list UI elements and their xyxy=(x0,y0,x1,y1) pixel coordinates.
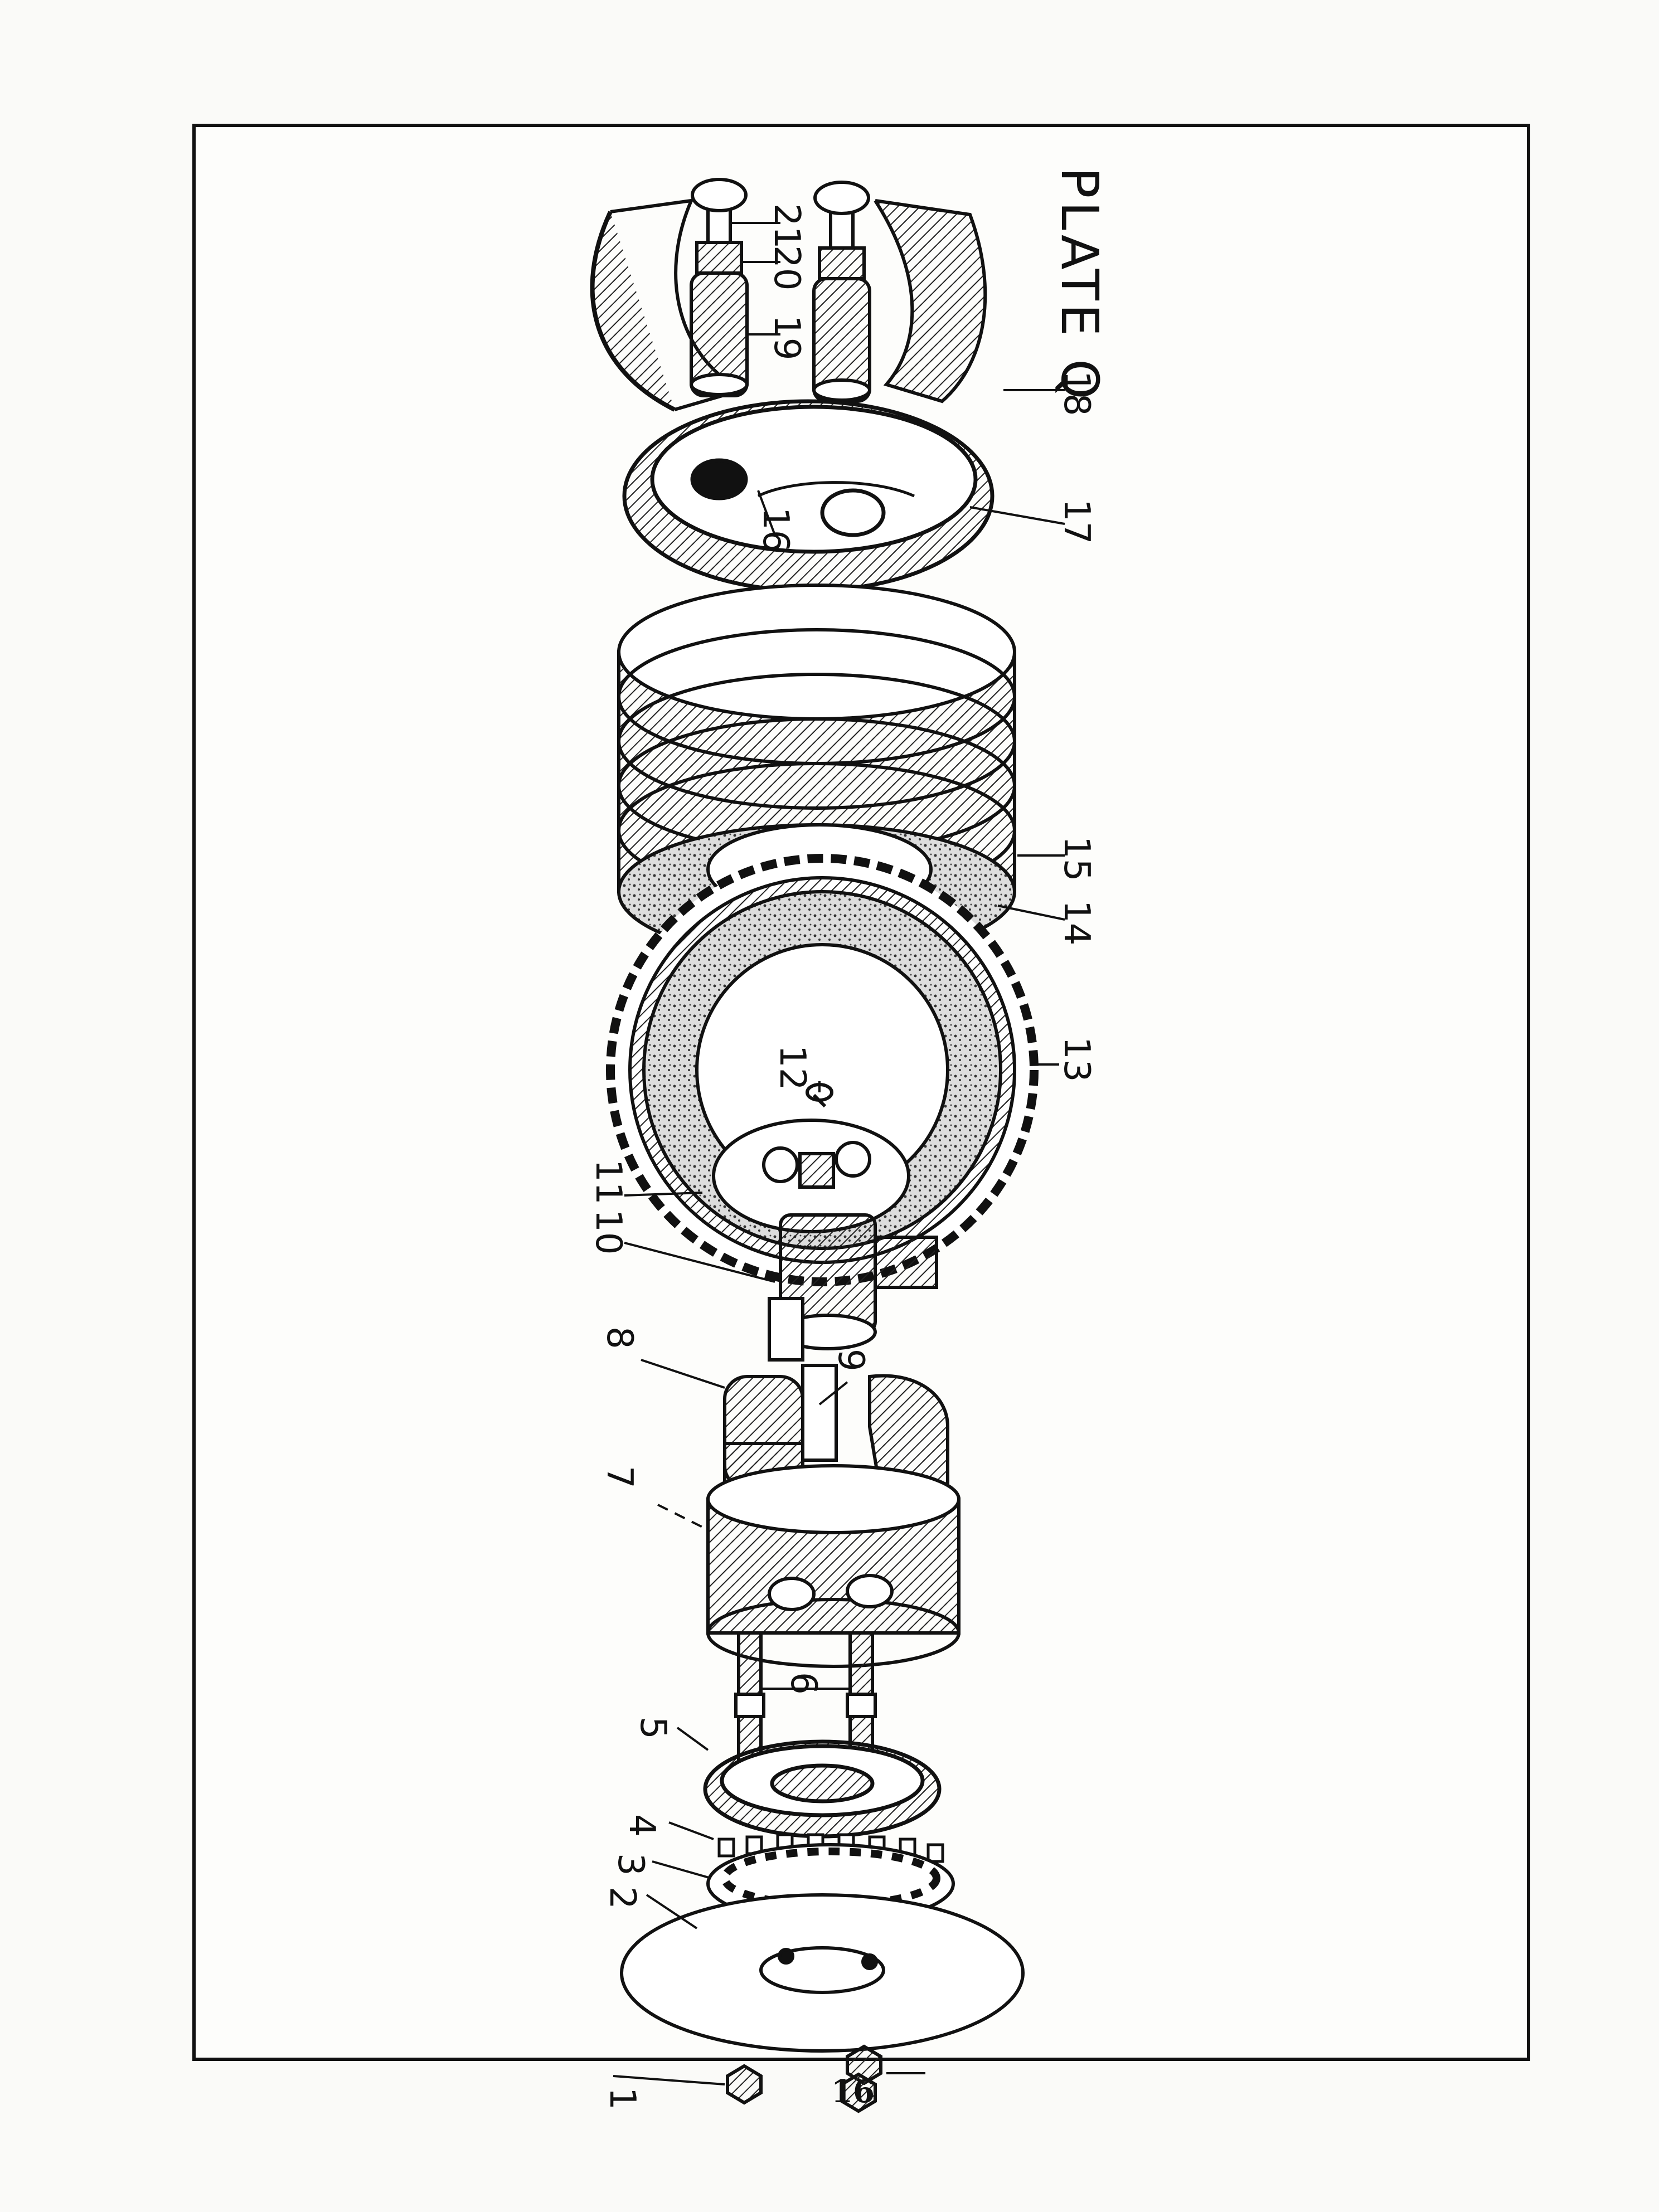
callout-21: 21 xyxy=(766,203,807,249)
callout-10: 10 xyxy=(588,1209,629,1255)
callout-18: 18 xyxy=(1056,371,1097,416)
part-10-centre-hub xyxy=(768,1213,938,1362)
part-19-20-21-spring-assemblies xyxy=(690,178,871,403)
part-7-clutch-drum xyxy=(706,1464,961,1668)
callout-7: 7 xyxy=(599,1466,640,1489)
callout-8: 8 xyxy=(599,1326,640,1349)
part-1-nuts xyxy=(726,2044,882,2113)
callout-5: 5 xyxy=(632,1717,673,1739)
leader-lines xyxy=(613,222,1065,2085)
callout-15: 15 xyxy=(1056,836,1097,881)
callout-1: 1 xyxy=(601,2087,643,2110)
part-2-disc xyxy=(620,1893,1025,2053)
part-17-pressure-plate xyxy=(622,399,995,593)
callout-14: 14 xyxy=(1056,900,1097,945)
part-6-studs xyxy=(734,1631,877,1763)
callout-2: 2 xyxy=(601,1887,643,1909)
callout-11: 11 xyxy=(588,1159,629,1204)
callout-6: 6 xyxy=(783,1672,824,1695)
page-number: 16 xyxy=(831,2073,875,2110)
part-5-thrust-plate xyxy=(703,1739,942,1839)
plate-title: PLATE Q xyxy=(1050,167,1109,403)
callout-9: 9 xyxy=(830,1349,871,1372)
callout-16: 16 xyxy=(755,507,796,552)
callout-12: 12 xyxy=(772,1045,813,1090)
callout-20: 20 xyxy=(766,245,807,290)
callout-13: 13 xyxy=(1056,1037,1097,1082)
callout-labels: 1 2 3 4 5 6 7 8 9 10 11 12 13 14 15 16 1… xyxy=(588,203,1097,2110)
callout-4: 4 xyxy=(621,1814,662,1837)
callout-19: 19 xyxy=(766,315,807,360)
part-18-band xyxy=(590,198,987,412)
callout-17: 17 xyxy=(1056,499,1097,544)
callout-3: 3 xyxy=(610,1853,651,1876)
